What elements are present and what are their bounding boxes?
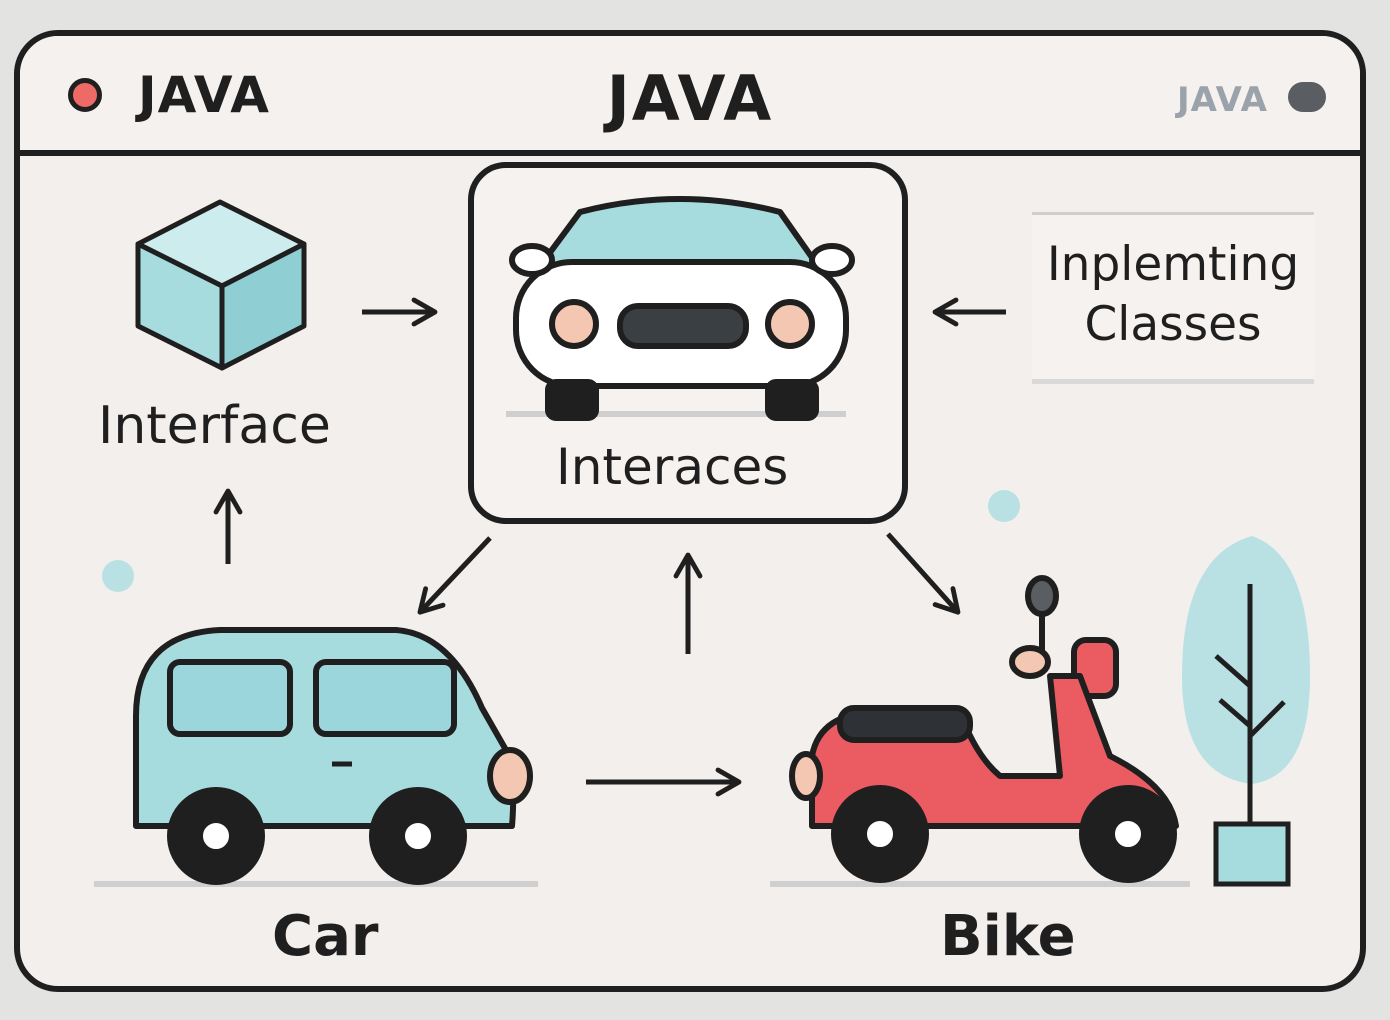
scooter-icon	[770, 575, 1190, 887]
implementing-classes-box: Inplemting Classes	[1032, 212, 1314, 384]
arrow-interfaces-to-bike	[886, 532, 961, 615]
implementing-classes-line-2: Classes	[1084, 297, 1262, 352]
cube-icon	[135, 199, 307, 371]
window-title: JAVA	[606, 62, 774, 135]
close-button[interactable]	[68, 78, 102, 112]
van-car-icon	[94, 627, 538, 887]
bubble-decoration	[102, 560, 134, 592]
title-left-label: JAVA	[138, 66, 270, 124]
interface-label: Interface	[98, 396, 331, 456]
app-window: JAVA JAVA JAVA Inplemting Classes Interf…	[14, 30, 1366, 992]
window-control-button[interactable]	[1288, 82, 1326, 112]
diagram-drawing	[94, 196, 1310, 887]
arrow-interfaces-to-car	[417, 536, 492, 615]
title-bar: JAVA JAVA JAVA	[20, 36, 1360, 156]
title-right-label: JAVA	[1177, 80, 1268, 120]
implementing-classes-line-1: Inplemting	[1046, 237, 1300, 292]
tree-icon	[1182, 536, 1310, 887]
bubble-decoration	[988, 490, 1020, 522]
bike-label: Bike	[940, 904, 1076, 969]
sports-car-icon	[506, 196, 855, 421]
interfaces-label: Interaces	[556, 438, 789, 496]
car-label: Car	[272, 904, 379, 969]
